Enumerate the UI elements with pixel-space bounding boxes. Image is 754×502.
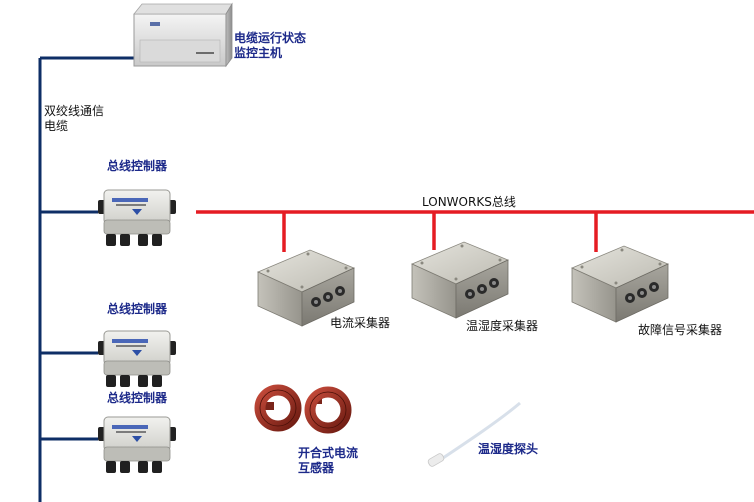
bus-controller-3 <box>97 416 177 474</box>
split-core-ct <box>254 384 352 434</box>
backbone-cable <box>38 56 134 502</box>
host-name-line2: 监控主机 <box>234 46 283 60</box>
probe-label: 温湿度探头 <box>478 442 539 456</box>
ct-label-line1: 开合式电流 <box>298 446 359 460</box>
cable-label-line1: 双绞线通信 <box>44 104 105 118</box>
bus-controller-label-1: 总线控制器 <box>107 159 168 173</box>
temp-humidity-collector <box>411 241 509 319</box>
temp-humidity-collector-label: 温湿度采集器 <box>466 319 539 333</box>
ct-label-line2: 互感器 <box>298 461 335 475</box>
current-collector-label: 电流采集器 <box>330 316 391 330</box>
fault-signal-collector <box>571 245 669 323</box>
bus-controller-2 <box>97 330 177 388</box>
temp-humidity-probe <box>427 401 521 467</box>
host-name-line1: 电缆运行状态 <box>234 31 307 45</box>
bus-controller-label-2: 总线控制器 <box>107 302 168 316</box>
fault-signal-collector-label: 故障信号采集器 <box>638 323 723 337</box>
lonworks-bus-line <box>196 210 754 252</box>
bus-controller-label-3: 总线控制器 <box>107 391 168 405</box>
bus-controller-1 <box>97 189 177 247</box>
cable-label-line2: 电缆 <box>44 119 69 133</box>
lonworks-bus-label: LONWORKS总线 <box>422 195 516 209</box>
current-collector <box>257 249 355 327</box>
host-server <box>133 2 233 68</box>
